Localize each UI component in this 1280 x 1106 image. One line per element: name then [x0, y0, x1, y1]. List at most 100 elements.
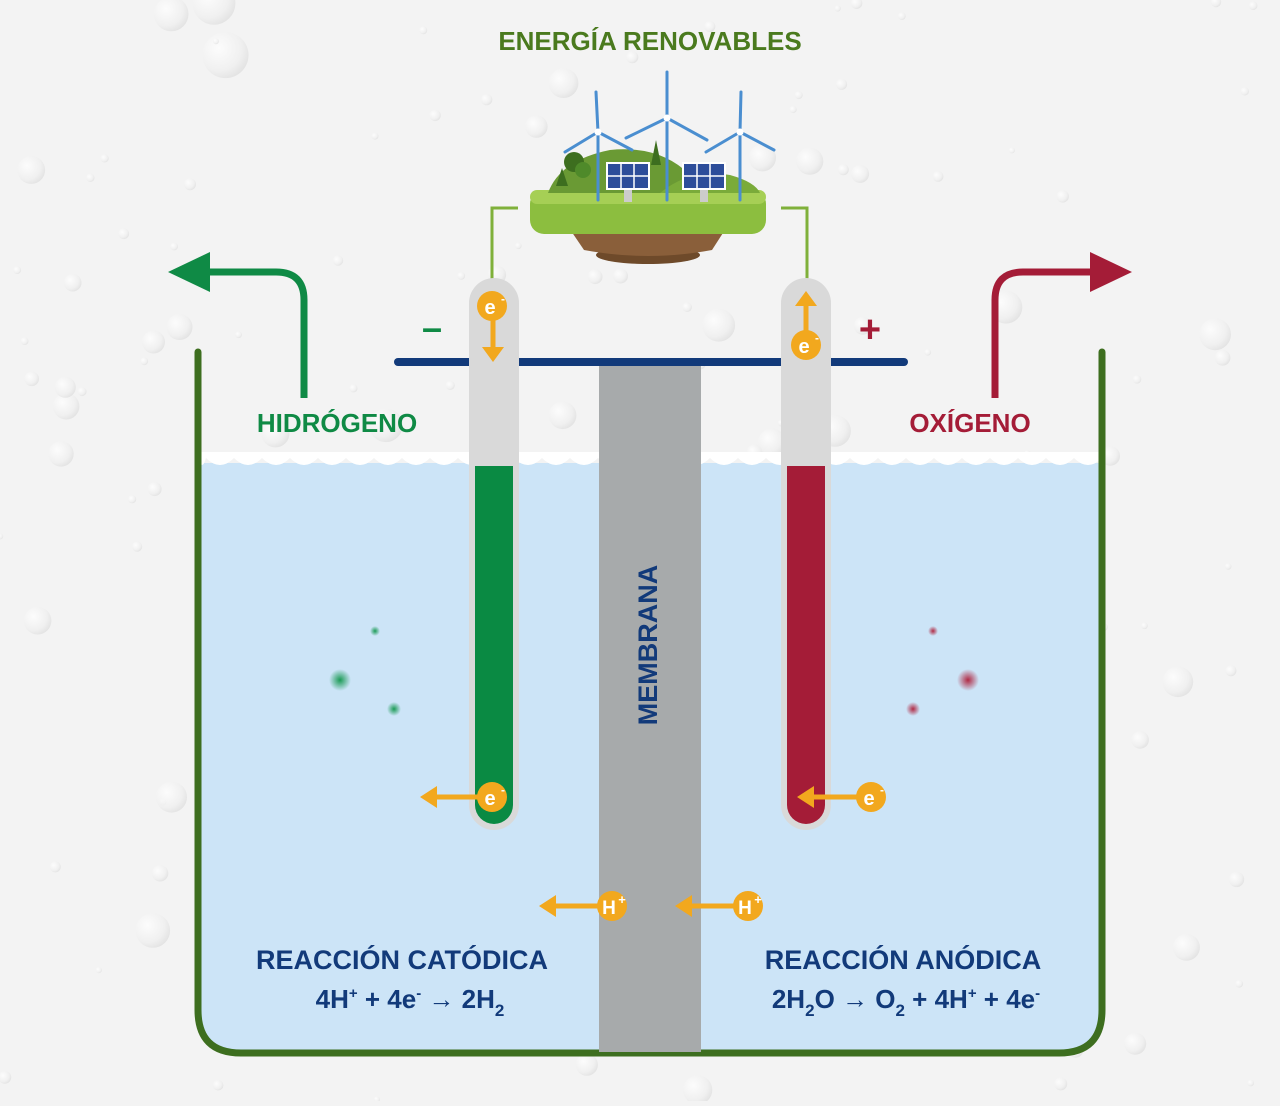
water-droplet [1225, 665, 1237, 677]
water-droplet [54, 376, 76, 398]
svg-text:e: e [798, 336, 809, 358]
water-droplet [132, 541, 143, 552]
membrane-label: MEMBRANA [633, 565, 663, 725]
svg-text:H: H [738, 898, 752, 919]
water-droplet [100, 154, 109, 163]
svg-text:e: e [863, 788, 874, 810]
water-droplet [794, 91, 803, 100]
svg-text:-: - [501, 783, 505, 797]
water-droplet [373, 1096, 380, 1103]
water-droplet [1248, 1, 1258, 10]
svg-text:-: - [501, 292, 505, 306]
renewable-island-illustration [530, 70, 776, 264]
water-droplet [525, 115, 548, 138]
water-droplet [515, 242, 522, 250]
water-droplet [95, 967, 102, 974]
water-droplet [1228, 871, 1245, 888]
water-droplet [548, 68, 579, 98]
wire-cathode [490, 206, 518, 285]
electron-cathode-bottom: e - [477, 782, 507, 812]
water-droplet [212, 1079, 224, 1091]
water-droplet [153, 0, 189, 32]
water-droplet [140, 357, 149, 366]
water-droplet [371, 132, 379, 140]
water-droplet [184, 178, 196, 191]
water-droplet [13, 266, 22, 274]
water-droplet [1162, 666, 1194, 698]
water-droplet [682, 302, 692, 313]
svg-text:+: + [618, 892, 626, 907]
svg-text:e: e [484, 788, 495, 810]
tank-wall [194, 348, 1106, 1057]
water-droplet [789, 105, 797, 114]
water-droplet [932, 171, 944, 182]
water-droplet [1172, 933, 1200, 961]
oxygen-outlet-arrow [991, 252, 1132, 398]
water-droplet [332, 255, 344, 266]
electron-anode-bottom: e - [856, 782, 886, 812]
water-droplet [49, 861, 61, 873]
water-droplet [626, 51, 639, 64]
water-droplet [166, 314, 193, 340]
water-droplet [24, 371, 39, 387]
water-droplet [235, 331, 242, 339]
svg-text:-: - [880, 783, 884, 797]
cathode-reaction-equation: 4H+ + 4e- → 2H2 [316, 984, 505, 1020]
water-droplet [48, 441, 74, 467]
water-droplet [1210, 0, 1222, 8]
water-droplet [575, 1053, 598, 1076]
cathode-electrode [469, 278, 519, 830]
water-droplet [850, 0, 863, 9]
electron-arrow-anode-bottom [797, 786, 857, 808]
water-droplet [118, 228, 130, 240]
water-droplet [1054, 1077, 1068, 1091]
water-droplet [835, 78, 848, 90]
water-droplet [17, 156, 46, 184]
water-droplet [834, 5, 841, 12]
water-droplet [170, 242, 179, 251]
water-droplet [1131, 731, 1149, 749]
water-droplet [52, 393, 80, 420]
water-droplet [0, 533, 4, 540]
water-droplet [480, 93, 493, 106]
water-droplet [757, 428, 786, 457]
hydrogen-label: HIDRÓGENO [257, 408, 417, 438]
water-droplet [683, 1075, 713, 1105]
water-droplet [0, 1070, 12, 1084]
water-droplet [212, 38, 219, 45]
electron-arrow-cathode-bottom [420, 786, 478, 808]
water-droplet [853, 316, 872, 335]
proton-left: H + [597, 891, 627, 921]
water-droplet [1224, 563, 1232, 570]
water-droplet [1141, 622, 1148, 630]
cathode-reaction-title: REACCIÓN CATÓDICA [256, 944, 548, 975]
water-droplet [20, 337, 29, 345]
water-droplet [202, 32, 249, 79]
water-droplet [851, 164, 870, 183]
water-droplet [429, 109, 441, 122]
water-droplet [1247, 1079, 1254, 1087]
water-droplet [23, 606, 52, 635]
proton-right: H + [733, 891, 763, 921]
water-droplet [349, 384, 358, 393]
water-droplet [77, 387, 87, 397]
water-droplet [156, 781, 187, 813]
water-droplet [924, 349, 932, 356]
water-droplet [457, 272, 466, 280]
water-droplet [63, 273, 82, 292]
water-droplet [445, 380, 455, 390]
water-droplet [147, 482, 162, 497]
water-droplet [151, 865, 169, 882]
svg-text:-: - [815, 331, 819, 345]
water-droplet [1008, 147, 1015, 154]
water-droplet [142, 330, 165, 354]
oxygen-label: OXÍGENO [909, 408, 1030, 438]
water-droplet [1214, 350, 1231, 366]
anode-reaction-title: REACCIÓN ANÓDICA [765, 944, 1042, 975]
water-droplet [548, 401, 577, 430]
water-droplet [1124, 1032, 1147, 1055]
water-droplet [702, 308, 736, 342]
water-droplet [419, 26, 428, 35]
electron-anode-top: e - [791, 330, 821, 360]
